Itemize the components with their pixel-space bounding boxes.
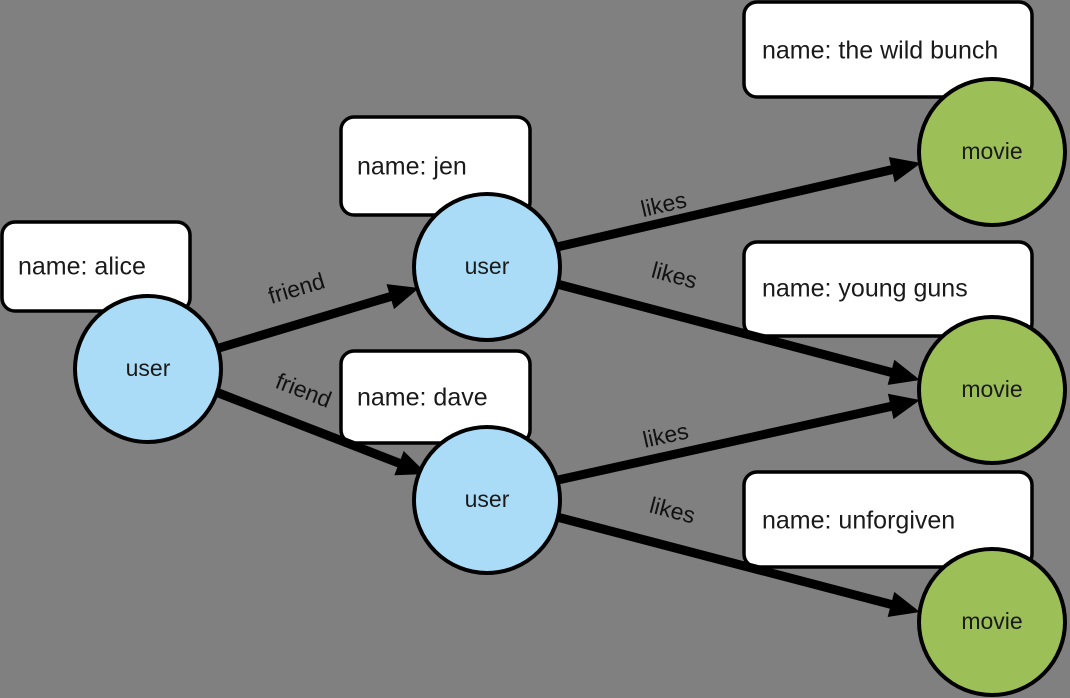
edge-line xyxy=(214,387,407,470)
graph-edge: friend xyxy=(217,267,419,353)
edge-label: likes xyxy=(649,257,700,294)
node-label: movie xyxy=(961,376,1022,402)
property-box: name: dave xyxy=(339,349,532,445)
node-layer: user user user movie movie movie xyxy=(73,77,1067,697)
property-box: name: alice xyxy=(0,220,192,313)
edge-label: likes xyxy=(647,492,698,529)
property-box-label: name: dave xyxy=(357,384,488,412)
graph-node-jen[interactable]: user xyxy=(412,192,562,342)
property-box-label: name: unforgiven xyxy=(762,507,955,535)
edge-arrowhead-icon xyxy=(887,591,920,617)
graph-node-alice[interactable]: user xyxy=(73,294,223,444)
node-label: user xyxy=(465,486,510,512)
graph-edge: likes xyxy=(557,393,920,485)
graph-node-wild_bunch[interactable]: movie xyxy=(917,77,1067,227)
node-circle[interactable] xyxy=(73,294,223,444)
edge-label: likes xyxy=(640,417,691,452)
node-circle[interactable] xyxy=(917,77,1067,227)
property-box-rect xyxy=(742,0,1034,99)
node-circle[interactable] xyxy=(917,315,1067,465)
property-box-label: name: jen xyxy=(357,153,467,181)
edge-arrowhead-icon xyxy=(887,393,920,420)
edge-arrowhead-icon xyxy=(887,359,920,385)
property-box-label: name: the wild bunch xyxy=(762,37,998,65)
edge-line xyxy=(555,512,898,611)
property-box: name: the wild bunch xyxy=(742,0,1034,99)
graph-node-dave[interactable]: user xyxy=(412,425,562,575)
property-box-label: name: alice xyxy=(18,253,146,281)
property-box-label: name: young guns xyxy=(762,275,968,303)
edge-label: friend xyxy=(265,267,328,308)
graph-edge: likes xyxy=(555,157,921,252)
edge-arrowhead-icon xyxy=(386,284,419,310)
property-box-rect xyxy=(339,349,532,445)
node-circle[interactable] xyxy=(412,192,562,342)
node-circle[interactable] xyxy=(412,425,562,575)
graph-node-young_guns[interactable]: movie xyxy=(917,315,1067,465)
node-label: user xyxy=(465,253,510,279)
edge-line xyxy=(555,164,899,252)
property-box-rect xyxy=(742,470,1034,569)
node-label: user xyxy=(126,355,171,381)
property-box: name: unforgiven xyxy=(742,470,1034,569)
graph-node-unforgiven[interactable]: movie xyxy=(917,547,1067,697)
node-label: movie xyxy=(961,138,1022,164)
node-label: movie xyxy=(961,608,1022,634)
property-box: name: young guns xyxy=(742,240,1034,338)
edge-arrowhead-icon xyxy=(888,157,921,183)
property-box-rect xyxy=(742,240,1034,338)
property-box: name: jen xyxy=(339,115,532,217)
graph-edge: likes xyxy=(555,492,920,617)
edge-line xyxy=(217,290,398,353)
edge-line xyxy=(557,400,898,485)
edge-label: friend xyxy=(272,368,335,413)
property-box-rect xyxy=(0,220,192,313)
property-box-layer: name: alice name: jen name: dave name: the … xyxy=(0,0,1034,569)
edge-line xyxy=(555,279,898,379)
node-circle[interactable] xyxy=(917,547,1067,697)
